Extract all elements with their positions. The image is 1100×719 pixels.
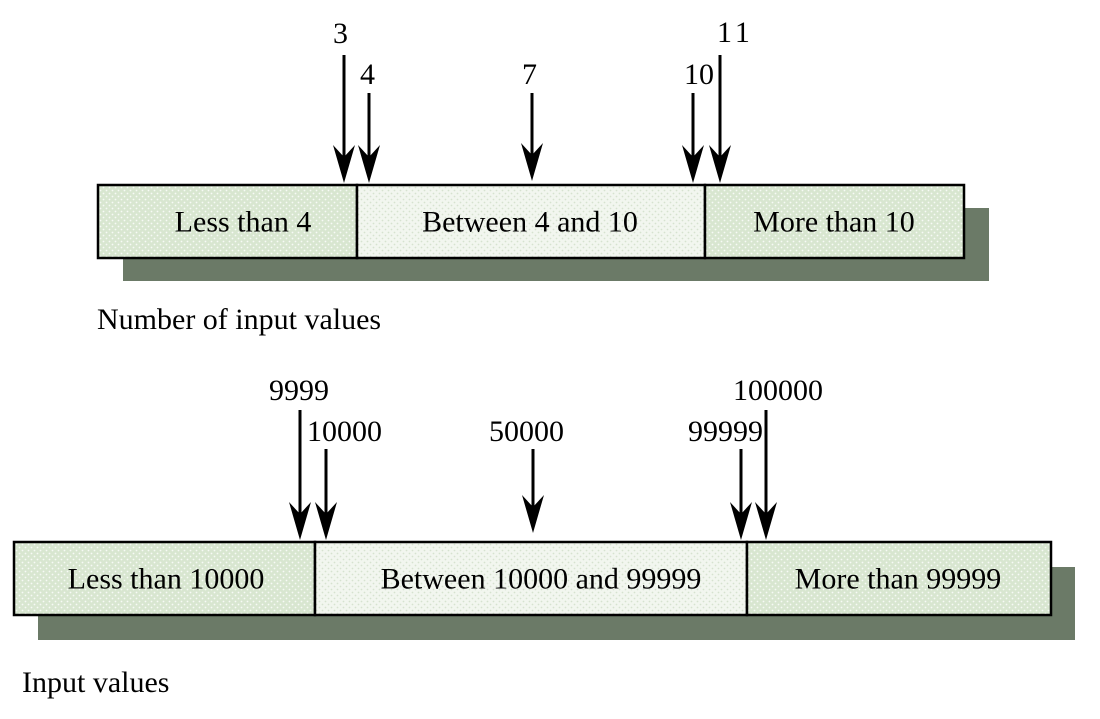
down-arrow-icon <box>709 55 731 183</box>
partition-segment <box>703 183 966 260</box>
marker-label-4: 4 <box>360 58 375 91</box>
marker-label-3: 3 <box>333 17 348 50</box>
marker-label-10000: 10000 <box>307 415 382 448</box>
down-arrow-icon <box>521 93 543 181</box>
marker-label-100000: 100000 <box>733 374 823 407</box>
partition-segment <box>96 183 359 260</box>
marker-label-10: 10 <box>684 58 714 91</box>
down-arrow-icon <box>358 93 380 183</box>
marker-label-99999: 99999 <box>688 415 763 448</box>
partition-segment <box>12 540 317 617</box>
partition-segment-label: Between 10000 and 99999 <box>381 563 702 596</box>
partition-segment <box>745 540 1053 617</box>
marker-label-9999: 9999 <box>269 374 329 407</box>
marker-label-7: 7 <box>522 58 537 91</box>
marker-label-11: 11 <box>717 16 754 49</box>
partition-segment-label: More than 10 <box>753 206 915 239</box>
caption-number-of-input-values: Number of input values <box>97 303 382 336</box>
down-arrow-icon <box>333 55 355 183</box>
caption-input-values: Input values <box>22 666 170 699</box>
partition-segment <box>313 540 749 617</box>
down-arrow-icon <box>522 449 544 533</box>
partition-segment-label: Between 4 and 10 <box>422 206 638 239</box>
marker-label-50000: 50000 <box>489 415 564 448</box>
down-arrow-icon <box>682 93 704 183</box>
partition-segment-label: More than 99999 <box>795 563 1002 596</box>
partition-segment-label: Less than 4 <box>175 206 312 239</box>
down-arrow-icon <box>755 410 777 540</box>
down-arrow-icon <box>289 410 311 540</box>
partition-segment-label: Less than 10000 <box>68 563 265 596</box>
down-arrow-icon <box>315 449 337 540</box>
down-arrow-icon <box>730 449 752 540</box>
